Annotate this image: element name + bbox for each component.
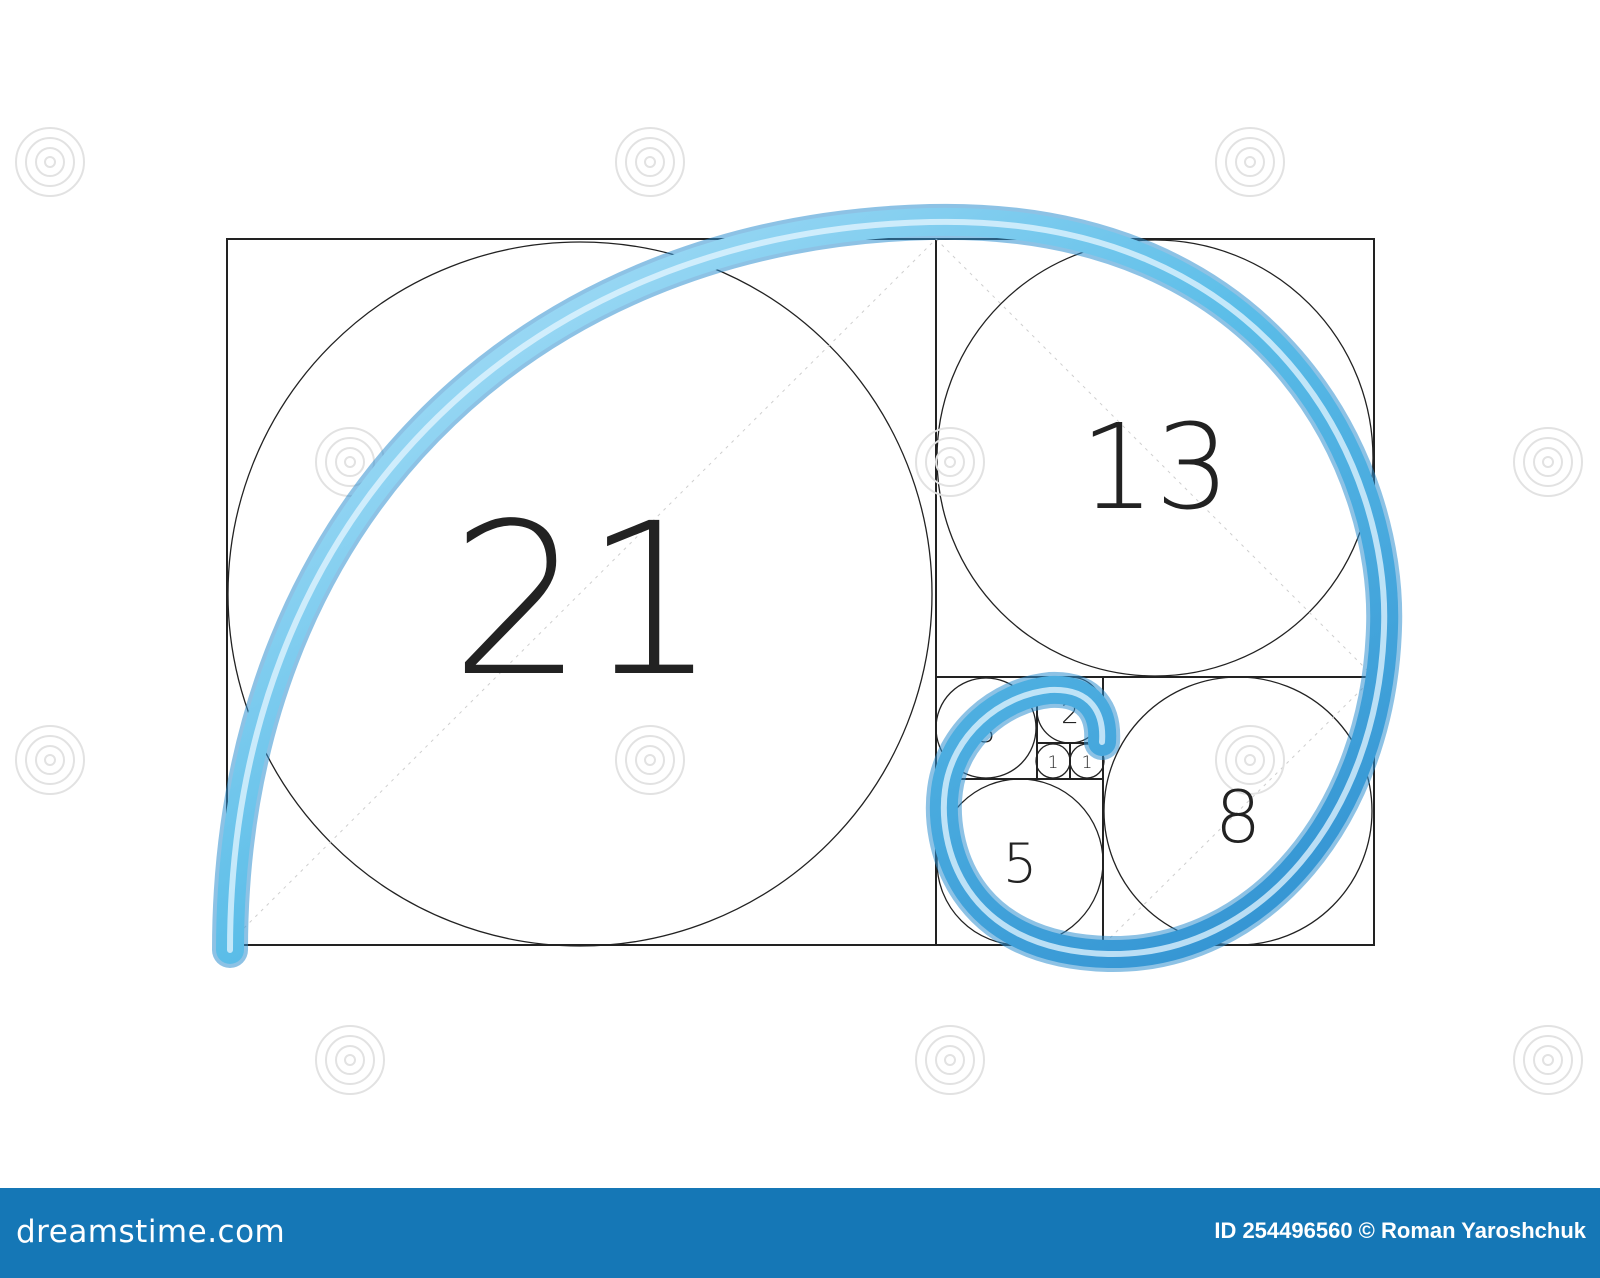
spiral-shadow (212, 203, 1403, 973)
circle-3 (935, 677, 1037, 779)
spiral-highlight (227, 218, 1388, 958)
label-1b: 1 (1082, 753, 1093, 773)
golden-rectangle-outline (226, 238, 1375, 946)
footer-brand[interactable]: dreamstime.com (16, 1214, 286, 1250)
label-21: 21 (450, 478, 717, 723)
circle-8 (1103, 676, 1373, 946)
golden-spiral (212, 203, 1403, 973)
label-5: 5 (1003, 832, 1037, 895)
footer-credit: ID 254496560 © Roman Yaroshchuk (1214, 1218, 1586, 1243)
label-13: 13 (1080, 398, 1230, 536)
spiral-watermark-icon (15, 127, 1583, 1095)
label-8: 8 (1215, 775, 1261, 859)
diagonal-guides (226, 238, 1375, 946)
label-1a: 1 (1048, 753, 1059, 773)
footer-bar: dreamstime.com ID 254496560 © Roman Yaro… (0, 1188, 1600, 1278)
spiral-body (216, 207, 1399, 969)
circle-21 (227, 241, 933, 947)
inscribed-circles (227, 239, 1374, 947)
